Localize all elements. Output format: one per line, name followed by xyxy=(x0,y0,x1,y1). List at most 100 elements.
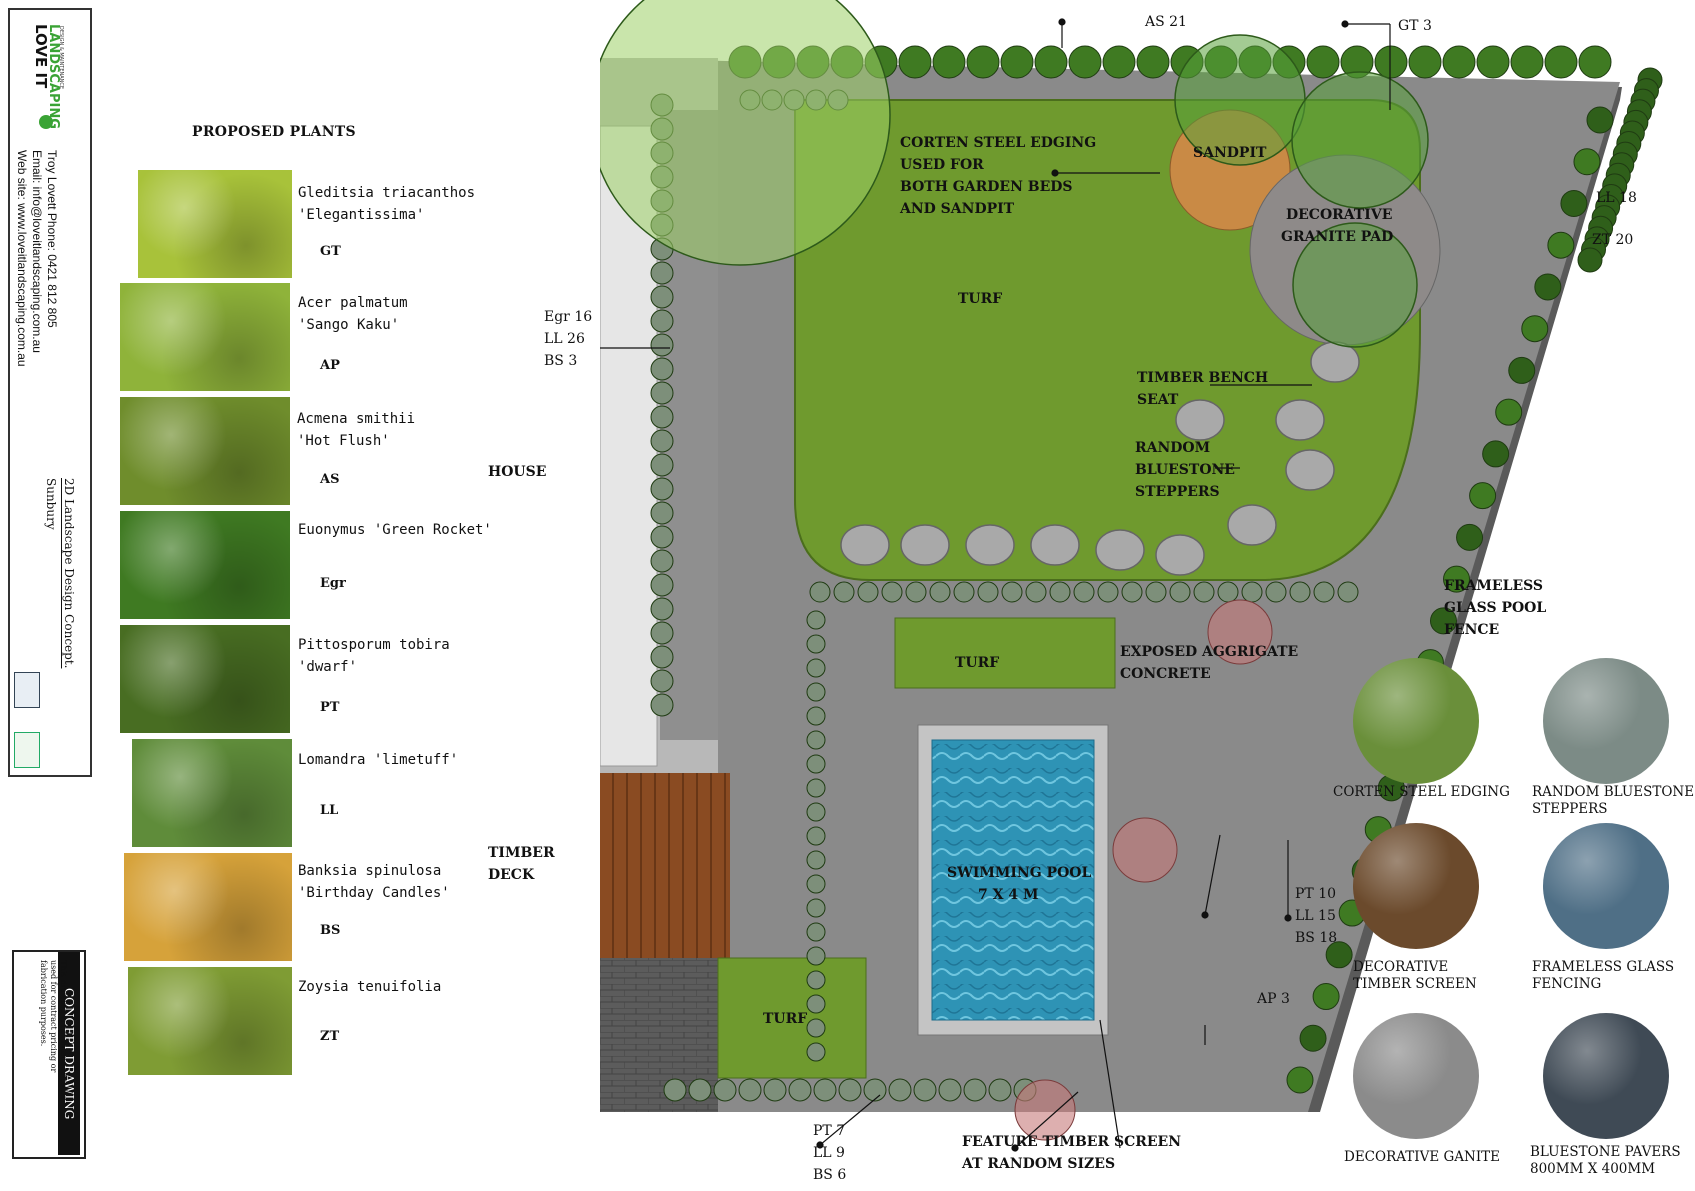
qty-left-bs: BS 3 xyxy=(544,353,578,369)
plant-symbol xyxy=(1325,941,1353,969)
plant-symbol xyxy=(881,581,903,603)
plant-symbol xyxy=(932,45,966,79)
plant-symbol xyxy=(1408,45,1442,79)
plant-symbol xyxy=(806,658,826,678)
plant-name-line-1: Acmena smithii xyxy=(297,411,416,427)
timber-deck-label-1: TIMBER xyxy=(488,845,555,861)
plant-name: Zoysia tenuifolia xyxy=(298,976,441,998)
qty-right-ll: LL 15 xyxy=(1295,908,1336,924)
bench-label-2: SEAT xyxy=(1137,392,1179,408)
material-label: CORTEN STEEL EDGING xyxy=(1333,784,1510,801)
material-label-line-1: BLUESTONE PAVERS xyxy=(1530,1144,1681,1160)
svg-text:DESIGN & MAINTENANCE: DESIGN & MAINTENANCE xyxy=(58,26,64,89)
plant-code: PT xyxy=(320,700,340,715)
plant-symbol xyxy=(966,45,1000,79)
plant-symbol xyxy=(650,405,674,429)
screen-label-1: FEATURE TIMBER SCREEN xyxy=(962,1134,1182,1150)
swimming-pool xyxy=(931,739,1095,1021)
landscape-plan: HOUSE TIMBER DECK TURF TURF TURF SANDPIT… xyxy=(488,0,1695,1187)
plant-name: Banksia spinulosa'Birthday Candles' xyxy=(298,860,450,904)
plant-symbol xyxy=(1577,247,1603,273)
plant-symbol xyxy=(788,1078,812,1102)
plant-name-line-1: Banksia spinulosa xyxy=(298,863,442,879)
plant-code: AP xyxy=(320,358,340,373)
plant-symbol xyxy=(1443,565,1471,593)
material-swatch xyxy=(1543,1013,1669,1139)
plant-symbol xyxy=(806,706,826,726)
plant-symbol xyxy=(863,1078,887,1102)
plant-symbol xyxy=(806,730,826,750)
granite-label-2: GRANITE PAD xyxy=(1281,229,1394,245)
plant-symbol xyxy=(650,573,674,597)
plant-symbol xyxy=(1337,581,1359,603)
plant-symbol xyxy=(1299,1024,1327,1052)
steppers-label-2: BLUESTONE xyxy=(1135,462,1235,478)
plant-symbol xyxy=(1313,581,1335,603)
qty-ap: AP 3 xyxy=(1257,991,1290,1007)
plant-photo xyxy=(124,853,292,961)
plant-symbol xyxy=(650,693,674,717)
plant-symbol xyxy=(650,645,674,669)
plant-symbol xyxy=(1476,45,1510,79)
qty-right-bs: BS 18 xyxy=(1295,930,1338,946)
plant-symbol xyxy=(650,381,674,405)
plant-symbol xyxy=(1442,45,1476,79)
plant-symbol xyxy=(1001,581,1023,603)
plant-symbol xyxy=(1169,581,1191,603)
plant-symbol xyxy=(806,802,826,822)
plant-symbol xyxy=(1544,45,1578,79)
plant-photo xyxy=(120,625,290,733)
fence-label-3: FENCE xyxy=(1444,622,1500,638)
qty-as: AS 21 xyxy=(1145,14,1187,30)
plant-symbol xyxy=(1073,581,1095,603)
plant-symbol xyxy=(806,994,826,1014)
plant-list-heading: PROPOSED PLANTS xyxy=(192,124,356,140)
plant-symbol xyxy=(806,754,826,774)
plant-symbol xyxy=(650,333,674,357)
plant-name-line-1: Euonymus 'Green Rocket' xyxy=(298,522,492,538)
plant-symbol xyxy=(1217,581,1239,603)
plant-symbol xyxy=(806,682,826,702)
material-label-line-1: RANDOM BLUESTONE xyxy=(1532,784,1695,800)
turf-small-bottom-label: TURF xyxy=(763,1011,808,1027)
plant-name-line-1: Pittosporum tobira xyxy=(298,637,450,653)
plant-symbol xyxy=(1097,581,1119,603)
plant-symbol xyxy=(963,1078,987,1102)
house-label: HOUSE xyxy=(488,464,547,480)
fence-label-1: FRAMELESS xyxy=(1444,578,1544,594)
qty-right-pt: PT 10 xyxy=(1295,886,1337,902)
turf-small-top xyxy=(894,617,1116,689)
sandpit-label: SANDPIT xyxy=(1193,145,1267,161)
plant-name-line-2: 'dwarf' xyxy=(298,659,358,675)
plant-symbol xyxy=(1193,581,1215,603)
plant-symbol xyxy=(1547,231,1575,259)
plant-symbol xyxy=(1145,581,1167,603)
svg-text:LOVE IT: LOVE IT xyxy=(32,24,50,89)
qty-left-egr: Egr 16 xyxy=(544,309,593,325)
acer-trees xyxy=(1014,599,1273,1141)
plant-code: GT xyxy=(320,244,341,259)
plant-symbol xyxy=(1508,356,1536,384)
plant-symbol xyxy=(905,581,927,603)
plant-symbol xyxy=(929,581,951,603)
plant-symbol xyxy=(650,621,674,645)
plant-symbol xyxy=(838,1078,862,1102)
corten-label-1: CORTEN STEEL EDGING xyxy=(900,135,1097,151)
plant-name: Lomandra 'limetuff' xyxy=(298,749,458,771)
plant-symbol xyxy=(1586,106,1614,134)
turf-small-bottom xyxy=(717,957,867,1079)
plant-code: ZT xyxy=(320,1029,340,1044)
pool-label-1: SWIMMING POOL xyxy=(947,865,1092,881)
material-label-line-1: DECORATIVE GANITE xyxy=(1344,1149,1501,1165)
screen-label-2: AT RANDOM SIZES xyxy=(962,1156,1116,1172)
plant-name-line-1: Zoysia tenuifolia xyxy=(298,979,442,995)
plant-symbol xyxy=(806,922,826,942)
company-logo: LOVE IT LANDSCAPING DESIGN & MAINTENANCE xyxy=(22,20,68,134)
material-label-line-2: 800MM X 400MM xyxy=(1530,1161,1656,1177)
plant-symbol xyxy=(713,1078,737,1102)
plant-symbol xyxy=(806,898,826,918)
plant-symbol xyxy=(806,826,826,846)
plant-name: Euonymus 'Green Rocket' xyxy=(298,519,492,541)
